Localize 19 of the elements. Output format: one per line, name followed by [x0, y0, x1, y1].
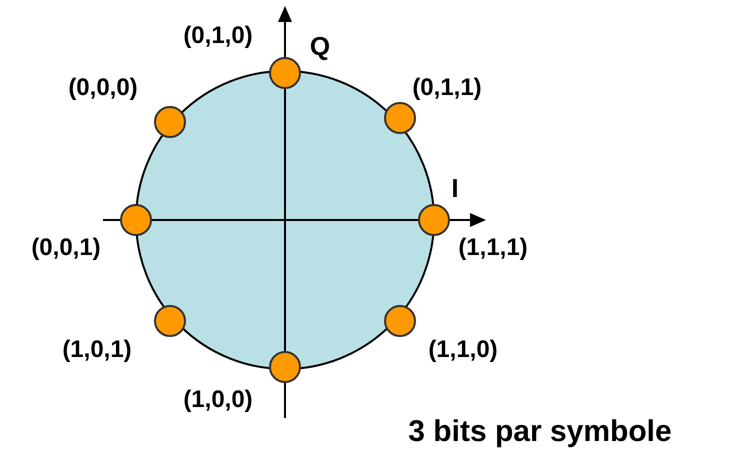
bit-label: (0,1,1) [412, 76, 482, 100]
symbol-point [418, 204, 450, 236]
bit-label: (0,0,1) [31, 236, 101, 260]
bit-label: (1,1,0) [428, 338, 498, 362]
axis-label: Q [310, 33, 330, 59]
bit-label: (0,0,0) [68, 76, 138, 100]
bit-label: (0,1,0) [183, 24, 253, 48]
symbol-point [154, 305, 186, 337]
symbol-point [269, 57, 301, 89]
bit-label: (1,1,1) [458, 236, 528, 260]
axis-label: I [451, 175, 459, 201]
bit-label: (1,0,1) [62, 338, 132, 362]
caption-text: 3 bits par symbole [408, 417, 672, 447]
symbol-point [154, 106, 186, 138]
symbol-point [120, 204, 152, 236]
symbol-point [384, 102, 416, 134]
bit-label: (1,0,0) [183, 388, 253, 412]
symbol-point [384, 305, 416, 337]
symbol-point [269, 351, 301, 383]
